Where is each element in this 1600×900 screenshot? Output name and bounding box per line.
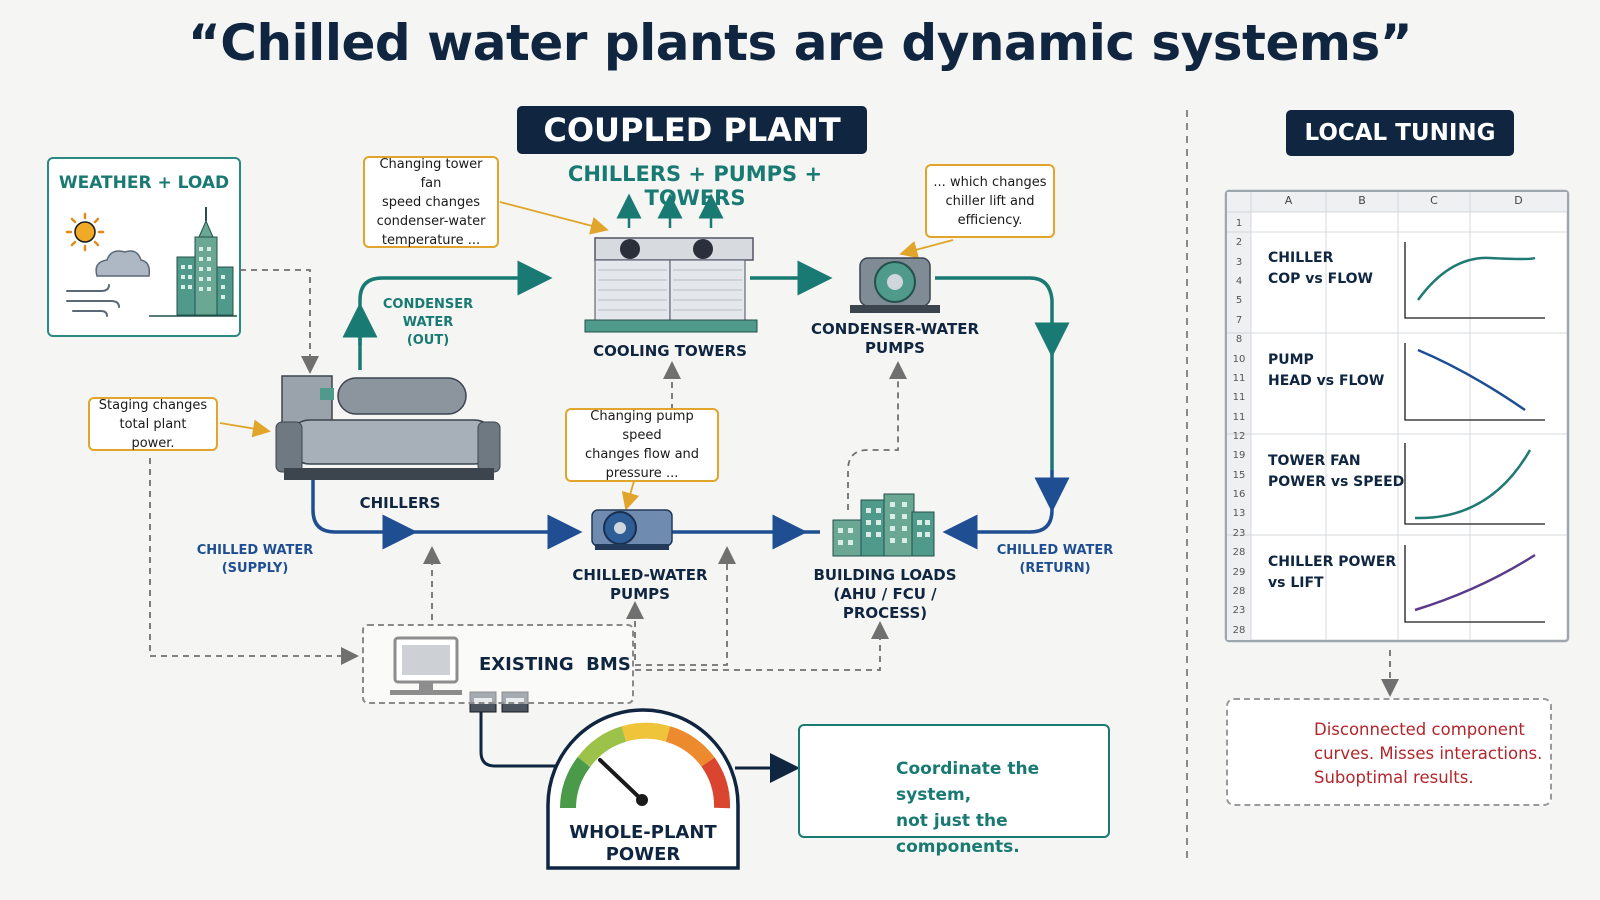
chillers-icon <box>275 375 501 480</box>
sheet-column-header: C <box>1430 194 1438 207</box>
sheet-label-pump-head: PUMP HEAD vs FLOW <box>1268 352 1385 389</box>
coupled-plant-banner: COUPLED PLANT <box>517 106 867 154</box>
curve-pump-head <box>1417 348 1526 412</box>
sheet-row-number: 19 <box>1232 450 1246 461</box>
curve-chiller-cop <box>1416 256 1536 301</box>
sheet-row-number: 28 <box>1232 625 1246 636</box>
existing-bms-label: EXISTING BMS <box>479 654 631 675</box>
chilled-water-loop <box>311 470 1070 550</box>
sheet-row-number: 10 <box>1232 354 1246 365</box>
sun-icon <box>65 212 105 252</box>
outcome-text: Coordinate the system, not just the comp… <box>896 759 1040 857</box>
chilled-pump-icon <box>591 509 673 550</box>
sheet-row-number: 11 <box>1232 392 1246 403</box>
chillers-label: CHILLERS <box>359 494 441 512</box>
sheet-row-number: 4 <box>1235 276 1243 287</box>
cooling-towers-label: COOLING TOWERS <box>593 342 747 360</box>
local-tuning-banner: LOCAL TUNING <box>1286 110 1514 156</box>
sheet-row-number: 23 <box>1232 528 1246 539</box>
sheet-row-number: 1 <box>1235 218 1243 229</box>
sheet-column-header: D <box>1514 194 1523 207</box>
sheet-row-number: 28 <box>1232 547 1246 558</box>
wind-icon <box>66 284 120 317</box>
whole-plant-power-label: WHOLE-PLANT POWER <box>569 822 717 865</box>
condenser-pump-icon <box>850 257 940 313</box>
weather-load-box: WEATHER + LOAD <box>47 157 241 337</box>
sheet-row-number: 13 <box>1232 508 1246 519</box>
chw-return-label: CHILLED WATER (RETURN) <box>996 543 1114 576</box>
callout-staging: Staging changes total plant power. <box>88 397 218 451</box>
condenser-loop <box>342 260 1070 470</box>
callout-chiller-lift: ... which changes chiller lift and effic… <box>925 164 1055 238</box>
sheet-row-number: 15 <box>1232 470 1246 481</box>
sheet-row-number: 7 <box>1235 315 1243 326</box>
weather-load-label: WEATHER + LOAD <box>58 173 230 193</box>
control-lines <box>149 269 1399 697</box>
warning-text: Disconnected component curves. Misses in… <box>1314 720 1543 787</box>
sheet-label-chiller-cop: CHILLER COP vs FLOW <box>1268 250 1373 287</box>
curve-tower-fan <box>1414 449 1532 520</box>
curve-chiller-power <box>1414 553 1536 612</box>
cooling-towers-icon <box>584 193 758 333</box>
sheet-row-number: 12 <box>1232 431 1246 442</box>
cw-pumps-label: CONDENSER-WATER PUMPS <box>810 320 980 357</box>
sheet-column-header: B <box>1358 194 1366 207</box>
sheet-row-number: 29 <box>1232 567 1246 578</box>
chw-supply-label: CHILLED WATER (SUPPLY) <box>196 543 314 576</box>
outcome-box: Coordinate the system, not just the comp… <box>798 724 1110 857</box>
sheet-row-number: 8 <box>1235 334 1243 345</box>
sheet-row-number: 28 <box>1232 586 1246 597</box>
cloud-icon <box>95 250 151 277</box>
chw-pumps-label: CHILLED-WATER PUMPS <box>572 566 708 603</box>
whole-plant-power-gauge <box>546 708 740 870</box>
spreadsheet-grid <box>1224 189 1570 643</box>
building-loads-label: BUILDING LOADS (AHU / FCU / PROCESS) <box>813 566 957 622</box>
sheet-row-number: 3 <box>1235 257 1243 268</box>
existing-bms-box: EXISTING BMS <box>362 624 634 704</box>
sheet-row-number: 11 <box>1232 412 1246 423</box>
sheet-row-number: 11 <box>1232 373 1246 384</box>
page-title: “Chilled water plants are dynamic system… <box>187 14 1413 72</box>
sheet-row-number: 2 <box>1235 237 1243 248</box>
condenser-out-label: CONDENSER WATER (OUT) <box>382 297 474 348</box>
sheet-row-number: 5 <box>1235 295 1243 306</box>
sheet-row-number: 23 <box>1232 605 1246 616</box>
sheet-label-tower-fan: TOWER FAN POWER vs SPEED <box>1268 453 1405 490</box>
callout-pump-speed: Changing pump speed changes flow and pre… <box>565 408 719 482</box>
weather-icons <box>65 207 237 317</box>
warning-box: Disconnected component curves. Misses in… <box>1226 698 1552 806</box>
building-loads-icon <box>832 493 935 557</box>
callout-tower-fan: Changing tower fan speed changes condens… <box>363 156 499 248</box>
bms-to-gauge-line <box>479 712 560 768</box>
sheet-row-number: 16 <box>1232 489 1246 500</box>
city-icon <box>149 207 237 317</box>
sheet-label-chiller-power: CHILLER POWER vs LIFT <box>1268 554 1397 591</box>
sheet-column-header: A <box>1284 194 1293 207</box>
